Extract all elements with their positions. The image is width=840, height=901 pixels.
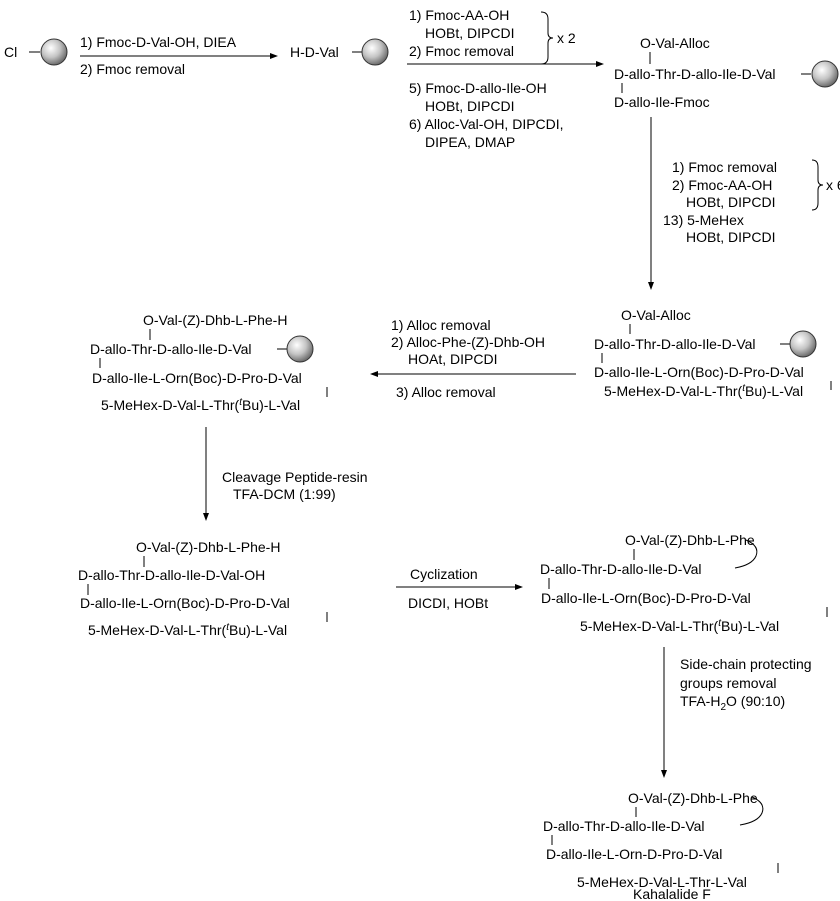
step6-condition-bottom: DICDI, HOBt [408,595,488,611]
step2-condition-bottom-3: 6) Alloc-Val-OH, DIPCDI, [409,116,564,132]
arrowhead-icon [270,53,278,59]
step4-condition-bottom: 3) Alloc removal [396,384,496,400]
step3-condition-3: HOBt, DIPCDI [686,194,775,210]
int5-lower-chain-1: D-allo-Ile-L-Orn(Boc)-D-Pro-D-Val [541,590,751,606]
step7-condition-2: groups removal [680,675,777,691]
step4-condition-top-1: 1) Alloc removal [391,317,491,333]
resin-bead-icon [789,330,817,358]
product-side-chain: O-Val-(Z)-Dhb-L-Phe [628,790,758,806]
step4-condition-top-3: HOAt, DIPCDI [408,351,497,367]
int1-main-chain: D-allo-Thr-D-allo-Ile-D-Val [614,66,776,82]
int5-main-chain: D-allo-Thr-D-allo-Ile-D-Val [540,561,702,577]
step2-condition-top-3: 2) Fmoc removal [409,43,514,59]
resin-bead-icon [811,60,839,88]
step7-condition-3: TFA-H2O (90:10) [680,693,785,713]
int1-lower-chain: D-allo-Ile-Fmoc [614,94,710,110]
product-name: Kahalalide F [633,886,711,901]
repeat-brace-icon [540,11,554,65]
int3-lower-chain-2: 5-MeHex-D-Val-L-Thr(tBu)-L-Val [101,397,300,413]
step2-condition-bottom-2: HOBt, DIPCDI [425,98,514,114]
step3-condition-2: 2) Fmoc-AA-OH [672,177,772,193]
cyclization-bond-icon [739,796,764,826]
product-lower-chain-2: 5-MeHex-D-Val-L-Thr-L-Val [577,874,747,890]
int4-lower-chain-1: D-allo-Ile-L-Orn(Boc)-D-Pro-D-Val [80,595,290,611]
int2-main-chain: D-allo-Thr-D-allo-Ile-D-Val [594,336,756,352]
step2-condition-top-2: HOBt, DIPCDI [425,25,514,41]
int3-main-chain: D-allo-Thr-D-allo-Ile-D-Val [90,341,252,357]
arrowhead-icon [203,513,209,521]
arrowhead-icon [370,371,378,377]
arrowhead-icon [648,282,654,290]
int4-lower-chain-2: 5-MeHex-D-Val-L-Thr(tBu)-L-Val [88,622,287,638]
step3-condition-1: 1) Fmoc removal [672,159,777,175]
repeat-brace-icon [811,159,824,211]
int2-side-chain: O-Val-Alloc [621,307,691,323]
step5-condition-2: TFA-DCM (1:99) [233,486,336,502]
int2-lower-chain-1: D-allo-Ile-L-Orn(Boc)-D-Pro-D-Val [594,364,804,380]
step5-condition-1: Cleavage Peptide-resin [222,469,368,485]
step2-condition-top-1: 1) Fmoc-AA-OH [409,7,509,23]
product-lower-chain-1: D-allo-Ile-L-Orn-D-Pro-D-Val [546,846,722,862]
step6-condition-top: Cyclization [410,566,478,582]
arrowhead-icon [661,770,667,778]
step2-condition-bottom-4: DIPEA, DMAP [425,134,515,150]
step7-condition-1: Side-chain protecting [680,656,812,672]
arrowhead-icon [515,584,523,590]
step4-condition-top-2: 2) Alloc-Phe-(Z)-Dhb-OH [391,334,545,350]
step2-condition-bottom-1: 5) Fmoc-D-allo-Ile-OH [409,80,547,96]
step1-condition-1: 1) Fmoc-D-Val-OH, DIEA [80,34,237,50]
int3-lower-chain-1: D-allo-Ile-L-Orn(Boc)-D-Pro-D-Val [92,370,302,386]
chloride-label: Cl [4,44,17,60]
h-d-val-resin-label: H-D-Val [290,44,339,60]
int1-side-chain: O-Val-Alloc [640,35,710,51]
int4-side-chain: O-Val-(Z)-Dhb-L-Phe-H [136,539,280,555]
int3-side-chain: O-Val-(Z)-Dhb-L-Phe-H [143,312,287,328]
product-main-chain: D-allo-Thr-D-allo-Ile-D-Val [543,818,705,834]
cyclization-bond-icon [734,539,758,569]
step3-condition-4: 13) 5-MeHex [663,212,744,228]
arrowhead-icon [596,61,604,67]
int4-main-chain: D-allo-Thr-D-allo-Ile-D-Val-OH [78,567,265,583]
resin-bead-icon [286,335,314,363]
int5-side-chain: O-Val-(Z)-Dhb-L-Phe [625,532,755,548]
step2-repeat-label: x 2 [557,30,576,46]
int2-lower-chain-2: 5-MeHex-D-Val-L-Thr(tBu)-L-Val [604,383,803,399]
resin-bead-icon [361,38,389,66]
step1-condition-2: 2) Fmoc removal [80,61,185,77]
resin-bead-icon [40,38,68,66]
step3-repeat-label: x 6 [826,177,840,193]
step3-condition-5: HOBt, DIPCDI [686,229,775,245]
int5-lower-chain-2: 5-MeHex-D-Val-L-Thr(tBu)-L-Val [580,618,779,634]
